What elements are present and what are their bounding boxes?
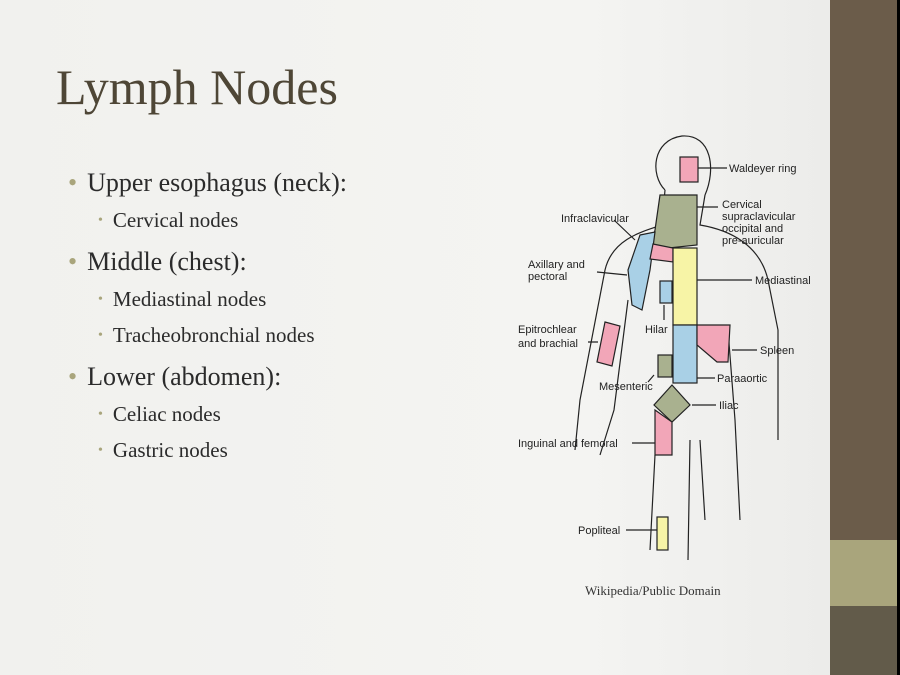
decorative-band — [830, 540, 897, 606]
inguinal-node — [654, 408, 673, 456]
leader-lines — [588, 167, 757, 531]
bullet-middle: •Middle (chest): — [68, 247, 247, 276]
epitrochlear-node — [596, 321, 621, 367]
decorative-sidebar-lower — [830, 606, 897, 675]
mediastinal-node — [672, 247, 698, 326]
label-axillary: Axillary and — [528, 259, 585, 271]
label-hilar: Hilar — [645, 324, 668, 336]
sub-bullet: •Tracheobronchial nodes — [98, 323, 315, 347]
label-inguinal: Inguinal and femoral — [518, 438, 618, 450]
cervical-node — [649, 194, 698, 251]
sub-bullet: •Cervical nodes — [98, 208, 239, 232]
label-mediastinal: Mediastinal — [755, 275, 811, 287]
label-cervical-4: pre-auricular — [722, 235, 784, 247]
lymph-node-diagram: Waldeyer ring Cervical supraclavicular o… — [518, 135, 811, 561]
sub-bullet: •Gastric nodes — [98, 438, 228, 462]
label-cervical-2: supraclavicular — [722, 211, 796, 223]
sub-bullet: •Mediastinal nodes — [98, 287, 267, 311]
label-waldeyer: Waldeyer ring — [729, 163, 796, 175]
hilar-node — [659, 280, 673, 304]
label-axillary-2: pectoral — [528, 271, 567, 283]
label-popliteal: Popliteal — [578, 525, 620, 537]
sub-bullet: •Celiac nodes — [98, 402, 221, 426]
slide-title: Lymph Nodes — [56, 59, 338, 115]
image-credit: Wikipedia/Public Domain — [585, 583, 721, 598]
label-paraaortic: Paraaortic — [717, 373, 768, 385]
mesenteric-node — [657, 354, 673, 378]
spleen-node — [696, 324, 731, 363]
label-cervical-3: occipital and — [722, 223, 783, 235]
bullet-lower: •Lower (abdomen): — [68, 362, 282, 391]
label-spleen: Spleen — [760, 345, 794, 357]
paraaortic-node — [672, 324, 698, 384]
label-mesenteric: Mesenteric — [599, 381, 653, 393]
label-iliac: Iliac — [719, 400, 739, 412]
label-epitrochlear: Epitrochlear — [518, 324, 577, 336]
label-infraclavicular: Infraclavicular — [561, 213, 629, 225]
infraclavicular-node — [649, 243, 674, 263]
slide: Lymph Nodes •Upper esophagus (neck): •Ce… — [0, 0, 830, 675]
axillary-node — [627, 231, 656, 311]
popliteal-node — [656, 516, 669, 551]
body-outline — [574, 135, 779, 561]
label-epitrochlear-2: and brachial — [518, 338, 578, 350]
bullet-upper: •Upper esophagus (neck): — [68, 168, 348, 197]
waldeyer-node — [679, 156, 699, 183]
label-cervical: Cervical — [722, 199, 762, 211]
